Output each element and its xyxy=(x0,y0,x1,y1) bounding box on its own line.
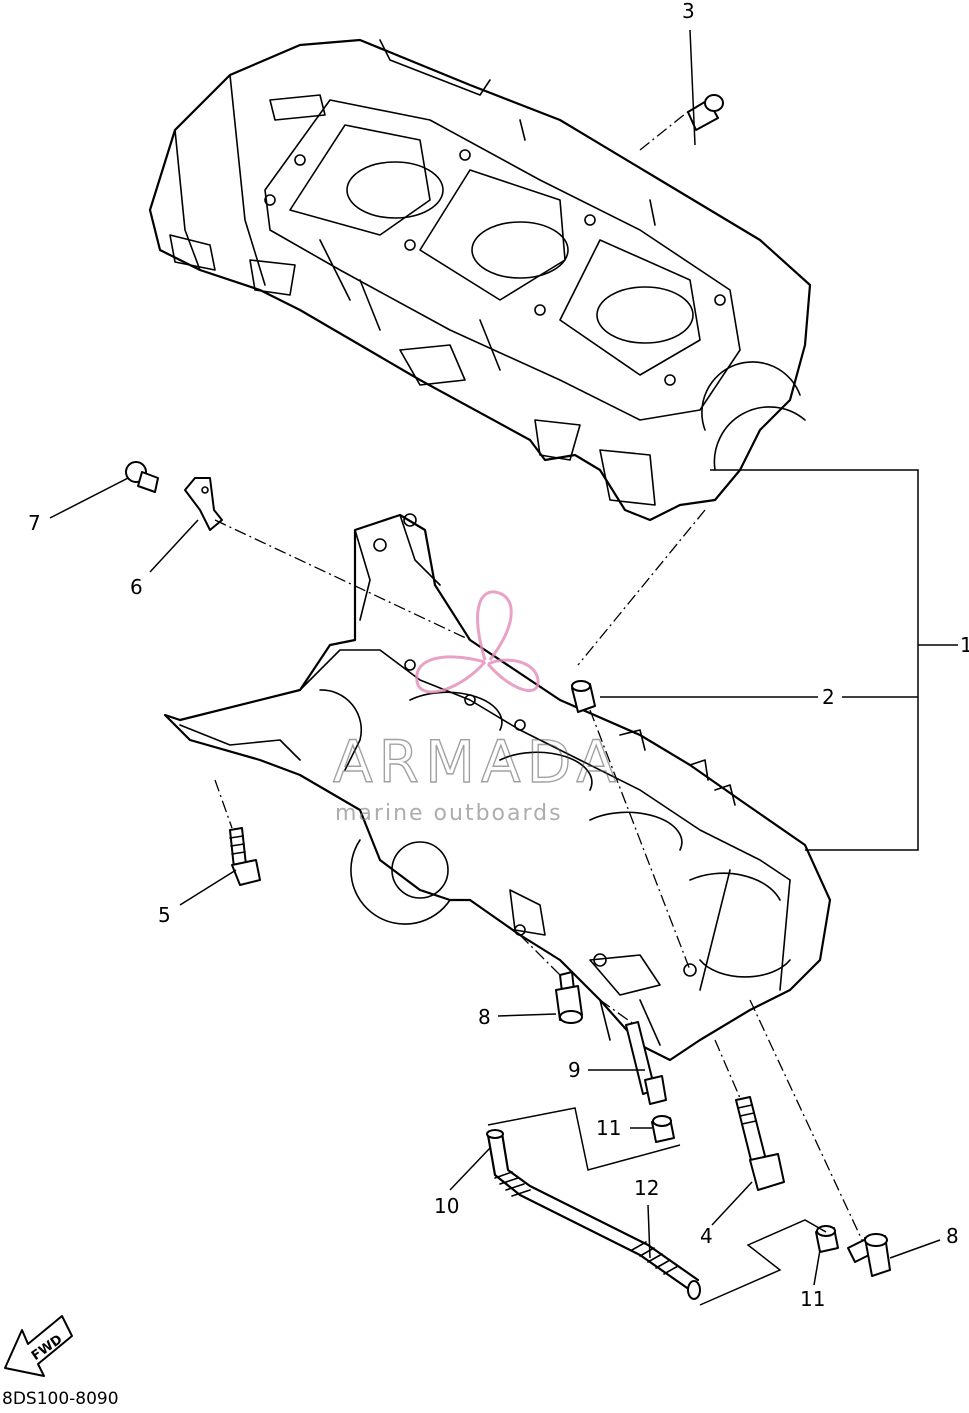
lower-crankcase xyxy=(163,513,832,1062)
bracket-6 xyxy=(184,477,223,531)
leader-lines xyxy=(49,29,958,1306)
screw-7 xyxy=(125,461,159,493)
callout-12: 12 xyxy=(634,1176,659,1200)
callout-4: 4 xyxy=(700,1224,713,1248)
callout-1: 1 xyxy=(960,633,969,657)
clamp-11b xyxy=(815,1225,839,1253)
forward-arrow-icon: FWD xyxy=(4,1315,73,1377)
watermark: ARMADA marine outboards xyxy=(332,590,622,826)
plug-3 xyxy=(687,94,724,131)
bolt-5 xyxy=(229,827,261,886)
watermark-brand: ARMADA xyxy=(333,728,622,796)
callout-11-lower: 11 xyxy=(800,1287,825,1311)
callout-9: 9 xyxy=(568,1058,581,1082)
callout-5: 5 xyxy=(158,903,171,927)
drawing-code: 8DS100-8090 xyxy=(2,1389,119,1408)
hose-10 xyxy=(486,1129,701,1300)
watermark-tagline: marine outboards xyxy=(335,801,563,826)
callout-7: 7 xyxy=(28,511,41,535)
callout-6: 6 xyxy=(130,575,143,599)
callout-2: 2 xyxy=(822,685,835,709)
callout-8-center: 8 xyxy=(478,1005,491,1029)
bolt-4 xyxy=(735,1096,785,1191)
fitting-8b xyxy=(847,1233,891,1277)
clamp-11a xyxy=(651,1115,675,1143)
stud-bolt-9 xyxy=(625,1021,667,1105)
callout-10: 10 xyxy=(434,1194,459,1218)
callout-11-upper: 11 xyxy=(596,1116,621,1140)
dowel-pin xyxy=(571,680,596,713)
upper-crankcase xyxy=(148,38,812,522)
fitting-8a xyxy=(555,971,583,1024)
callout-8-right: 8 xyxy=(946,1224,959,1248)
brand-logo-icon xyxy=(415,590,540,694)
callout-3: 3 xyxy=(682,0,695,23)
